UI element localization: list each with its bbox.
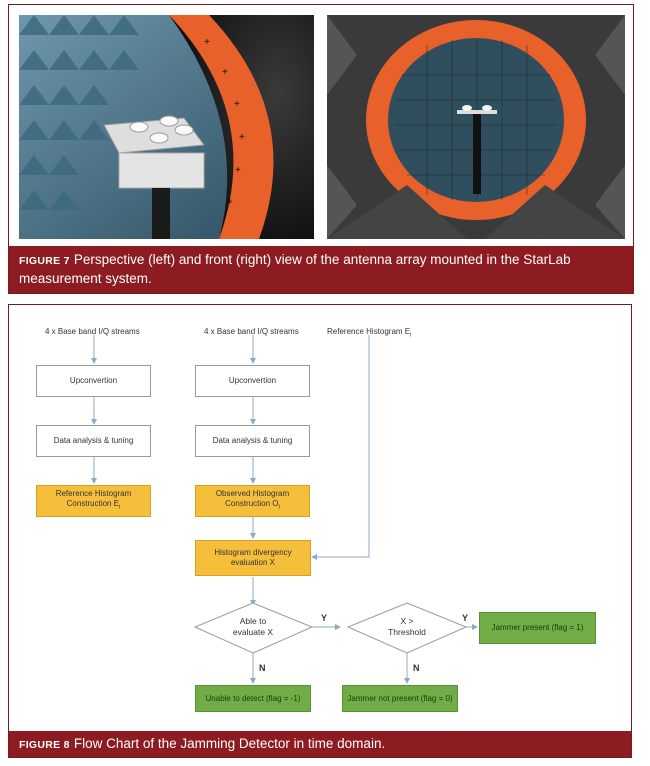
svg-text:+: + bbox=[204, 37, 210, 48]
svg-text:+: + bbox=[235, 165, 241, 176]
flowchart-connectors bbox=[91, 335, 478, 684]
svg-text:+: + bbox=[234, 99, 240, 110]
decision-diamonds bbox=[193, 602, 468, 654]
decision-threshold bbox=[346, 602, 468, 654]
front-view-photo bbox=[327, 15, 625, 239]
decision-able-text: Able to evaluate X bbox=[232, 616, 274, 637]
svg-text:+: + bbox=[227, 197, 233, 208]
figure-8-panel: 4 x Base band I/Q streams 4 x Base band … bbox=[8, 304, 632, 758]
jammer-not-present-box: Jammer not present (flag = 0) bbox=[342, 685, 458, 712]
figure-8-caption-text: Flow Chart of the Jamming Detector in ti… bbox=[73, 736, 386, 751]
data-analysis-box-mid: Data analysis & tuning bbox=[195, 425, 310, 457]
unable-to-detect-box: Unable to detect (flag = -1) bbox=[195, 685, 311, 712]
figure-7-panel: + + + + + + bbox=[8, 4, 634, 294]
svg-text:+: + bbox=[239, 132, 245, 143]
decision-able-to-evaluate bbox=[193, 602, 314, 654]
yes-label-2: Y bbox=[462, 613, 469, 623]
input-left-label: 4 x Base band I/Q streams bbox=[45, 327, 140, 336]
no-label-1: N bbox=[259, 663, 266, 673]
reference-histogram-box: Reference Histogram Construction Ei bbox=[36, 485, 151, 517]
upconvertion-box-mid: Upconvertion bbox=[195, 365, 310, 397]
svg-text:+: + bbox=[222, 67, 228, 78]
data-analysis-box-left: Data analysis & tuning bbox=[36, 425, 151, 457]
input-mid-label: 4 x Base band I/Q streams bbox=[204, 327, 299, 336]
upconvertion-box-left: Upconvertion bbox=[36, 365, 151, 397]
no-label-2: N bbox=[413, 663, 420, 673]
jammer-present-box: Jammer present (flag = 1) bbox=[479, 612, 596, 644]
figure-7-label: FIGURE 7 bbox=[19, 255, 70, 267]
figure-8-label: FIGURE 8 bbox=[19, 739, 70, 751]
decision-threshold-text: X > Threshold bbox=[388, 616, 426, 637]
yes-label-1: Y bbox=[321, 613, 328, 623]
perspective-view-photo: + + + + + + bbox=[19, 15, 314, 239]
figure-7-caption-text: Perspective (left) and front (right) vie… bbox=[19, 252, 571, 286]
histogram-divergency-box: Histogram divergency evaluation X bbox=[195, 540, 311, 576]
observed-histogram-box: Observed Histogram Construction Oi bbox=[195, 485, 310, 517]
input-ref-label: Reference Histogram Ei bbox=[327, 327, 412, 339]
